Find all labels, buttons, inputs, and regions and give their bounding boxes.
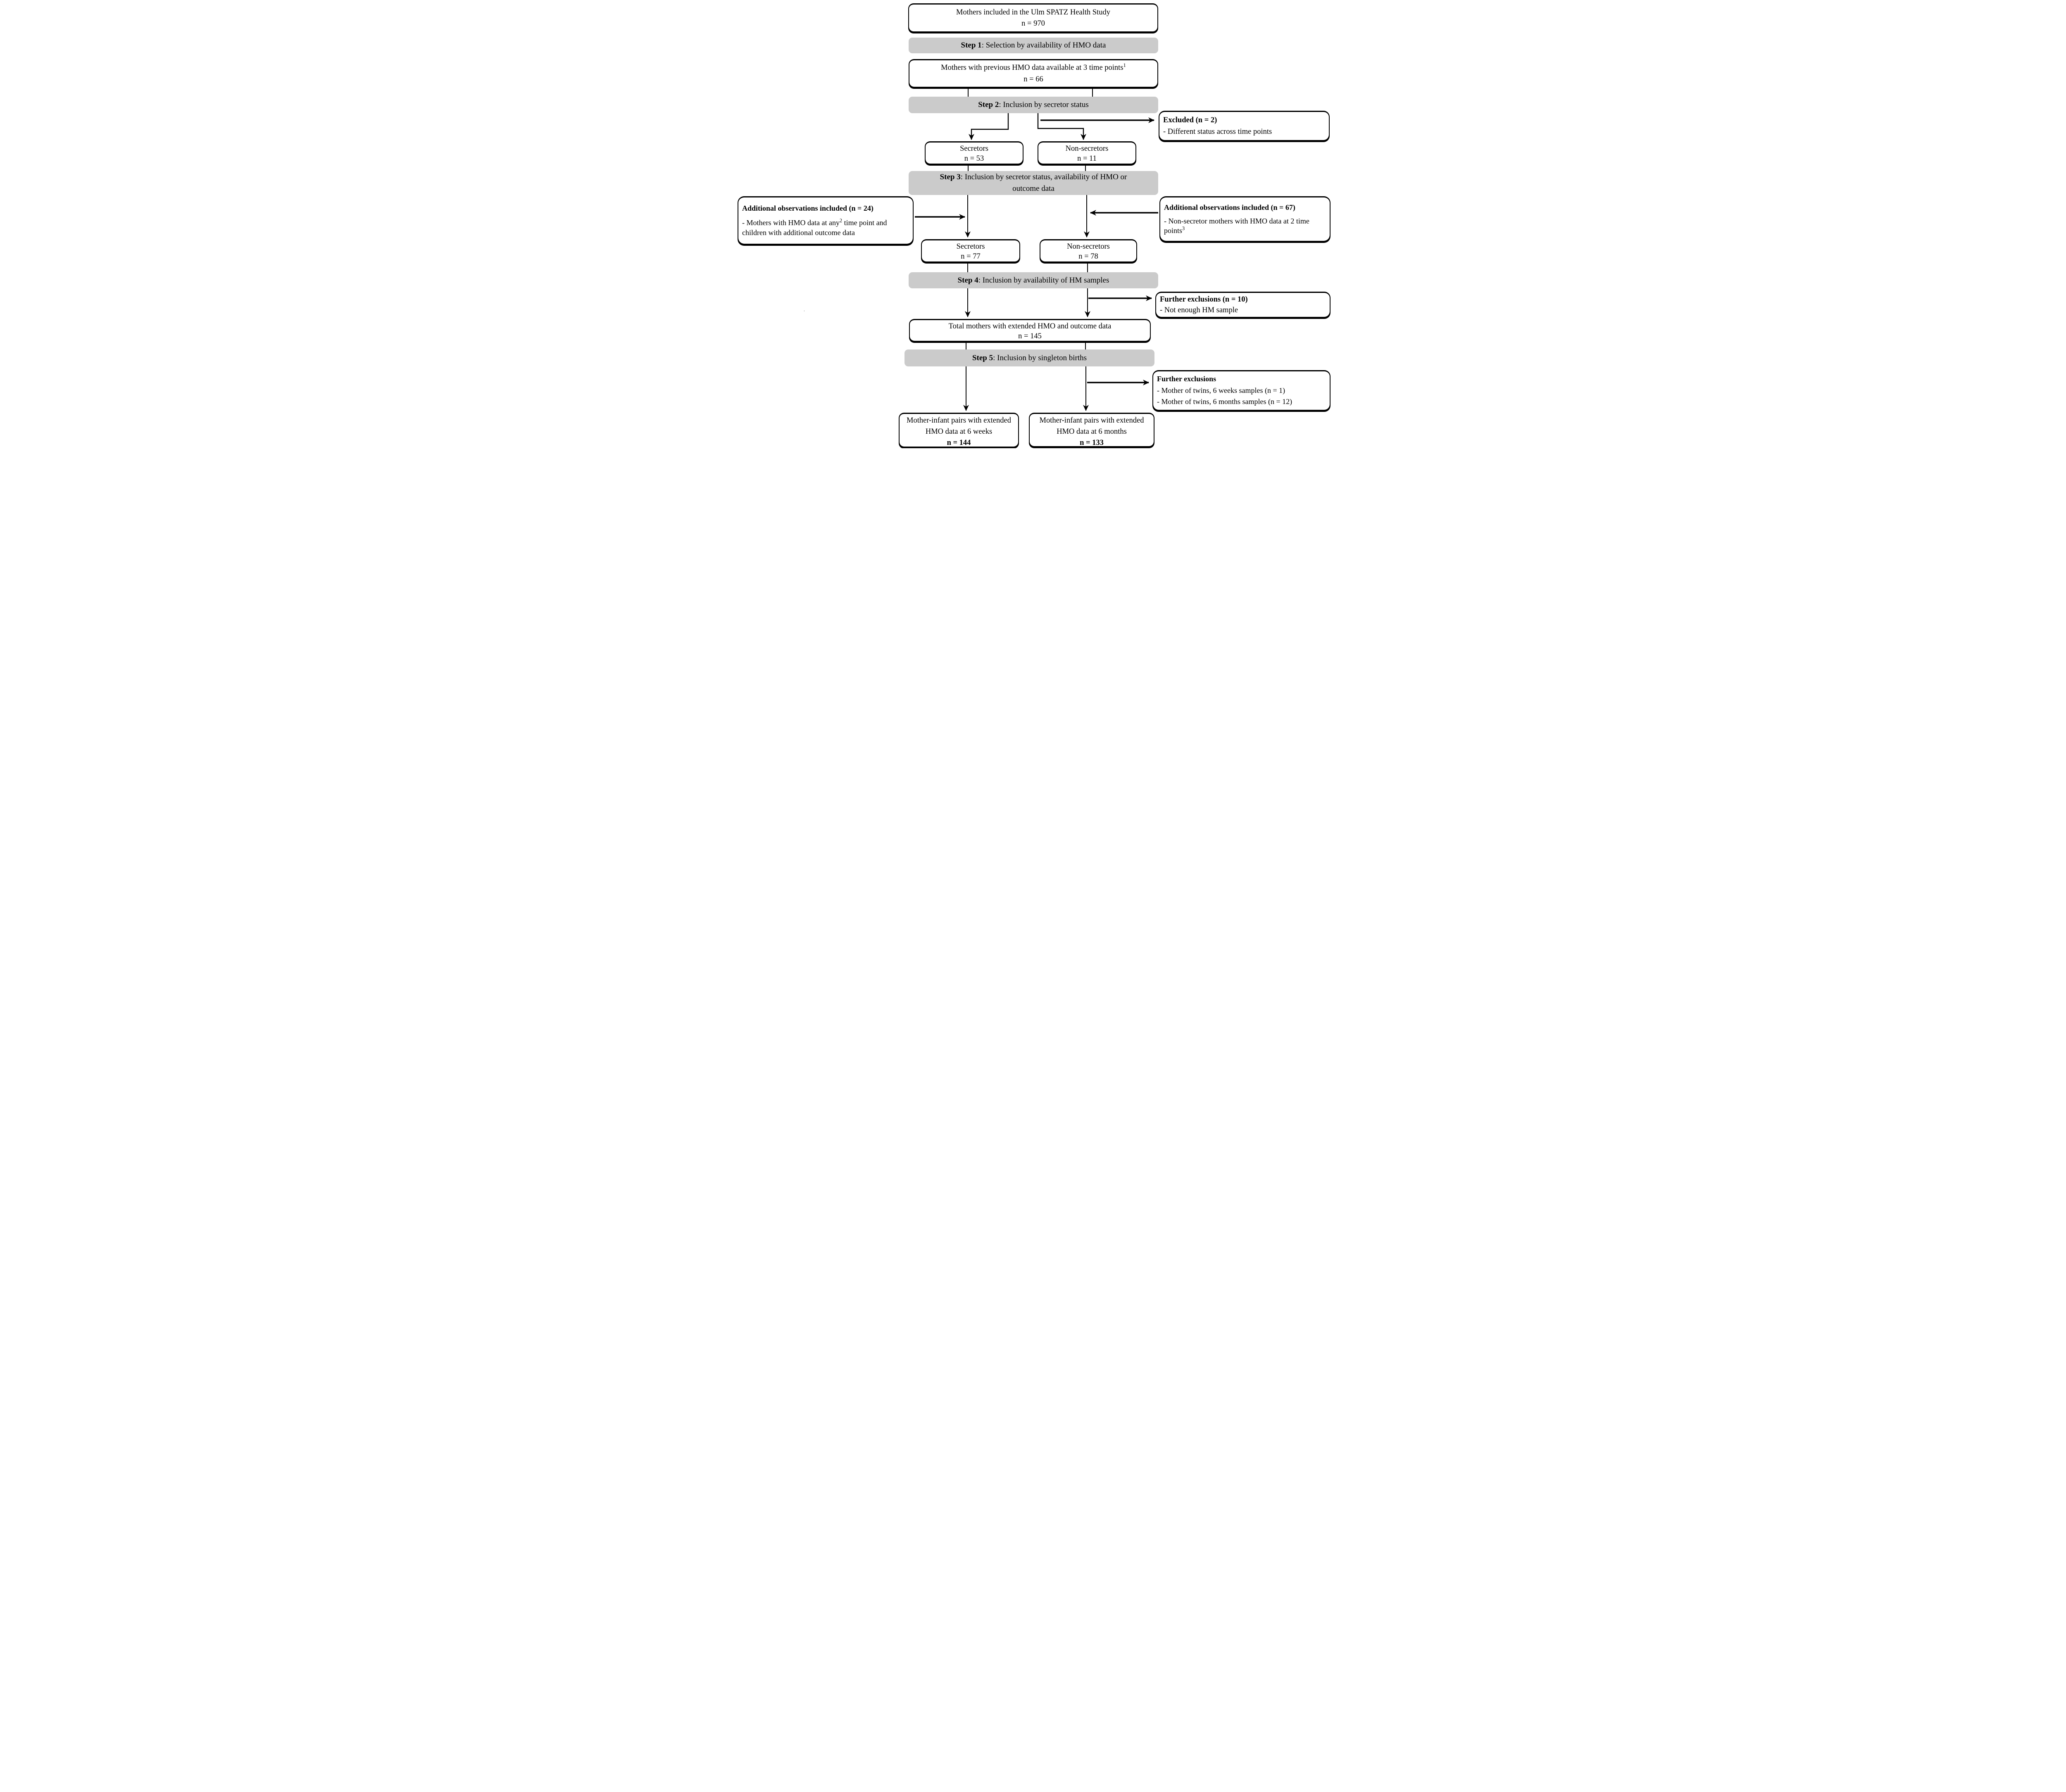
- box-additional-included-right-item: - Non-secretor mothers with HMO data at …: [1164, 216, 1327, 236]
- box-nonsecretors-78-label: Non-secretors: [1067, 242, 1110, 251]
- box-additional-included-left: Additional observations included (n = 24…: [738, 196, 914, 245]
- step3-bar: Step 3: Inclusion by secretor status, av…: [909, 171, 1158, 195]
- box-further-exclusions-twins-title: Further exclusions: [1157, 375, 1216, 383]
- box-total-mothers-label: Total mothers with extended HMO and outc…: [948, 322, 1112, 330]
- step1-text: : Selection by availability of HMO data: [981, 41, 1106, 50]
- stray-tick-mark: ': [804, 311, 805, 314]
- box-secretors-53-label: Secretors: [960, 145, 988, 153]
- box-further-exclusions-twins-item2: - Mother of twins, 6 months samples (n =…: [1157, 397, 1292, 406]
- box-hmo-3-timepoints: Mothers with previous HMO data available…: [909, 59, 1158, 88]
- box-final-6-months-n: n = 133: [1080, 438, 1104, 447]
- box-final-6-weeks-n: n = 144: [947, 438, 971, 447]
- box-secretors-77-label: Secretors: [956, 242, 985, 251]
- step2-text: : Inclusion by secretor status: [999, 100, 1089, 109]
- box-hmo-3-timepoints-label: Mothers with previous HMO data available…: [941, 63, 1126, 73]
- box-hmo-3-timepoints-n: n = 66: [1023, 75, 1043, 83]
- box-secretors-77-n: n = 77: [961, 252, 981, 261]
- step3-title: Step 3: [940, 173, 961, 182]
- box-total-mothers: Total mothers with extended HMO and outc…: [909, 319, 1151, 342]
- box-final-6-months: Mother-infant pairs with extended HMO da…: [1029, 413, 1154, 447]
- step1-title: Step 1: [961, 41, 982, 50]
- box-hmo-3-timepoints-text: Mothers with previous HMO data available…: [941, 64, 1123, 72]
- box-excluded: Excluded (n = 2) - Different status acro…: [1159, 111, 1330, 141]
- box-secretors-77: Secretors n = 77: [921, 239, 1020, 262]
- box-nonsecretors-11-label: Non-secretors: [1065, 145, 1109, 153]
- box-further-exclusions-hm: Further exclusions (n = 10) - Not enough…: [1155, 292, 1331, 318]
- box-total-mothers-n: n = 145: [1018, 332, 1042, 341]
- footnote-3-marker: 3: [1182, 226, 1185, 231]
- step5-label: Step 5: Inclusion by singleton births: [972, 352, 1087, 364]
- step4-bar: Step 4: Inclusion by availability of HM …: [909, 272, 1158, 288]
- box-study-population-label: Mothers included in the Ulm SPATZ Health…: [956, 8, 1110, 17]
- box-study-population-n: n = 970: [1021, 19, 1045, 28]
- step5-bar: Step 5: Inclusion by singleton births: [904, 349, 1154, 366]
- footnote-2-marker: 2: [839, 218, 843, 224]
- box-additional-included-right: Additional observations included (n = 67…: [1159, 196, 1331, 242]
- step5-text: : Inclusion by singleton births: [993, 353, 1087, 362]
- box-additional-included-left-text2: time point and children with additional …: [742, 219, 887, 237]
- step4-label: Step 4: Inclusion by availability of HM …: [958, 275, 1109, 286]
- flow-diagram: Mothers included in the Ulm SPATZ Health…: [734, 0, 1332, 448]
- step5-title: Step 5: [972, 353, 993, 362]
- box-further-exclusions-twins: Further exclusions - Mother of twins, 6 …: [1152, 370, 1331, 411]
- box-further-exclusions-hm-item: - Not enough HM sample: [1160, 306, 1238, 314]
- step3-text: : Inclusion by secretor status, availabi…: [960, 173, 1127, 193]
- step1-label: Step 1: Selection by availability of HMO…: [961, 40, 1106, 51]
- box-additional-included-left-item: - Mothers with HMO data at any2 time poi…: [742, 218, 910, 238]
- box-final-6-months-label: Mother-infant pairs with extended HMO da…: [1039, 416, 1144, 436]
- step3-label: Step 3: Inclusion by secretor status, av…: [926, 171, 1141, 194]
- connector-step2-secretors: [969, 113, 1009, 140]
- box-study-population: Mothers included in the Ulm SPATZ Health…: [908, 3, 1158, 32]
- box-further-exclusions-hm-title: Further exclusions (n = 10): [1160, 295, 1248, 304]
- connector-step2-nonsecretors: [1037, 113, 1086, 140]
- box-additional-included-left-title: Additional observations included (n = 24…: [742, 204, 874, 212]
- box-nonsecretors-11: Non-secretors n = 11: [1038, 141, 1136, 164]
- footnote-1-marker: 1: [1123, 62, 1126, 69]
- box-additional-included-left-text: - Mothers with HMO data at any: [742, 219, 840, 227]
- box-additional-included-right-title: Additional observations included (n = 67…: [1164, 203, 1295, 212]
- box-excluded-title: Excluded (n = 2): [1163, 116, 1217, 124]
- box-nonsecretors-78: Non-secretors n = 78: [1040, 239, 1137, 262]
- connector-layer: [915, 88, 1158, 411]
- box-nonsecretors-78-n: n = 78: [1078, 252, 1098, 261]
- step4-title: Step 4: [957, 276, 978, 285]
- step2-label: Step 2: Inclusion by secretor status: [978, 99, 1089, 111]
- step4-text: : Inclusion by availability of HM sample…: [978, 276, 1109, 285]
- box-excluded-item: - Different status across time points: [1163, 128, 1272, 136]
- box-additional-included-right-text: - Non-secretor mothers with HMO data at …: [1164, 216, 1309, 235]
- step2-bar: Step 2: Inclusion by secretor status: [909, 97, 1158, 113]
- box-nonsecretors-11-n: n = 11: [1077, 154, 1097, 163]
- step2-title: Step 2: [978, 100, 999, 109]
- box-final-6-weeks: Mother-infant pairs with extended HMO da…: [899, 413, 1019, 447]
- box-final-6-weeks-label: Mother-infant pairs with extended HMO da…: [907, 416, 1011, 436]
- box-secretors-53-n: n = 53: [964, 154, 984, 163]
- box-secretors-53: Secretors n = 53: [925, 141, 1023, 164]
- step1-bar: Step 1: Selection by availability of HMO…: [909, 38, 1158, 53]
- box-further-exclusions-twins-item1: - Mother of twins, 6 weeks samples (n = …: [1157, 386, 1285, 395]
